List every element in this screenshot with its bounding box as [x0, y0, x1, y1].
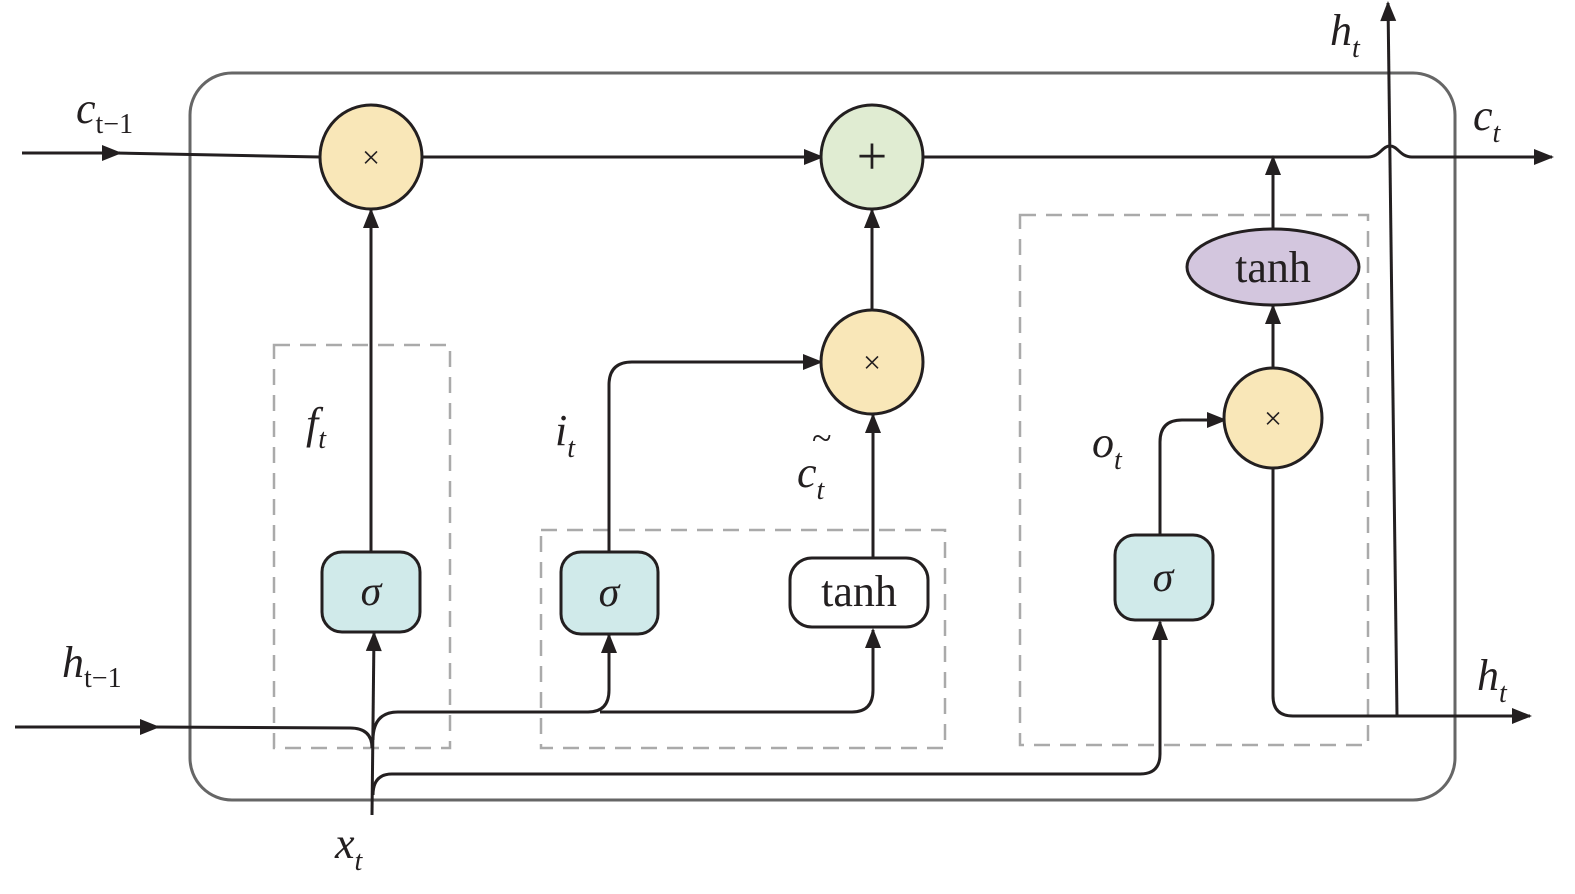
- label-f-t: ft: [306, 399, 327, 455]
- tanh-label: tanh: [821, 567, 897, 616]
- sigma-label: σ: [1153, 555, 1176, 601]
- forget-gate-box: [272, 343, 452, 750]
- candidate-tanh-node: tanh: [788, 556, 930, 629]
- output-tanh-node: tanh: [1185, 227, 1361, 307]
- input-sigma-branch: [371, 633, 617, 741]
- x-t-line: [365, 631, 382, 816]
- label-h-t-right: ht: [1477, 651, 1508, 709]
- output-multiply-node: ×: [1222, 366, 1324, 470]
- h-t-up-arrow: [1380, 1, 1399, 717]
- add-node: +: [819, 103, 925, 211]
- add-circle: [819, 103, 925, 211]
- sigma-box: [559, 550, 660, 636]
- multiply-circle: [318, 103, 424, 211]
- label-c-tilde: ct: [797, 448, 826, 506]
- sigma-label: σ: [599, 570, 622, 616]
- tanh-ellipse: [1185, 227, 1361, 307]
- multiply-circle: [1222, 366, 1324, 470]
- multiply-circle: [819, 308, 925, 416]
- input-tanh-branch: [600, 628, 881, 714]
- sigma-box: [320, 550, 422, 634]
- tanh-box: [788, 556, 930, 629]
- label-o-t: ot: [1092, 418, 1123, 476]
- label-c-prev: ct−1: [76, 84, 133, 140]
- c-prev-line: [114, 151, 321, 159]
- label-i-t: it: [555, 406, 576, 464]
- sigma-box: [1113, 533, 1215, 622]
- ot-arrow: [1158, 412, 1227, 535]
- sigma-label: σ: [361, 569, 384, 615]
- h-prev-line: [149, 725, 374, 749]
- input-multiply-node: ×: [819, 308, 925, 416]
- input-sigma-node: σ: [559, 550, 660, 636]
- label-h-t-top: ht: [1330, 6, 1361, 64]
- output-gate-box: [1018, 213, 1370, 747]
- label-c-tilde-accent: ~: [812, 418, 831, 458]
- multiply-icon: ×: [1264, 400, 1282, 436]
- output-sigma-node: σ: [1113, 533, 1215, 622]
- output-sigma-branch: [371, 620, 1168, 796]
- lstm-cell-border: [188, 71, 1457, 802]
- label-x-t: xt: [334, 819, 364, 877]
- label-h-prev: ht−1: [62, 638, 122, 694]
- label-c-t: ct: [1473, 91, 1502, 149]
- forget-multiply-node: ×: [318, 103, 424, 211]
- plus-icon: +: [857, 126, 887, 186]
- multiply-icon: ×: [362, 139, 380, 175]
- it-arrow: [607, 354, 823, 552]
- tanh-label: tanh: [1235, 243, 1311, 292]
- h-t-line: [1271, 468, 1532, 724]
- multiply-icon: ×: [863, 344, 881, 380]
- c-t-line: [924, 144, 1554, 165]
- forget-sigma-node: σ: [320, 550, 422, 634]
